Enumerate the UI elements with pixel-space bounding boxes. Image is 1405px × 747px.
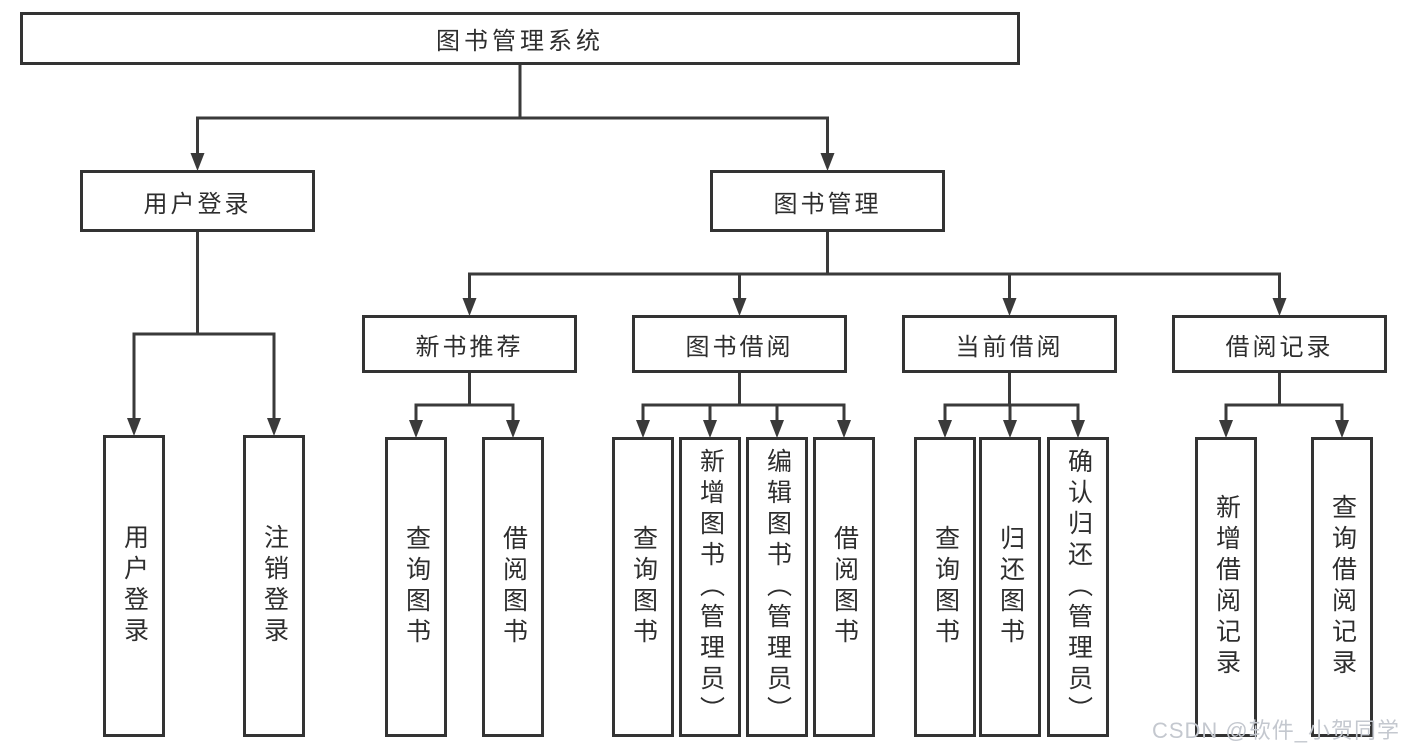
node-label: 查询图书 [402,525,431,649]
node-bb-edit: 编辑图书（管理员） [746,437,808,737]
node-cb-query: 查询图书 [914,437,976,737]
node-label: 新增借阅记录 [1212,494,1241,680]
node-login-out: 注销登录 [243,435,305,737]
node-label: 查询图书 [931,525,960,649]
node-bb-borrow: 借阅图书 [813,437,875,737]
node-label: 编辑图书（管理员） [763,447,792,727]
node-label: 图书管理系统 [436,28,604,55]
node-label: 归还图书 [996,525,1025,649]
node-label: 借阅记录 [1225,333,1334,361]
node-bb-query: 查询图书 [612,437,674,737]
node-label: 图书管理 [773,190,882,218]
node-label: 查询图书 [629,525,658,649]
node-cb-confirm: 确认归还（管理员） [1047,437,1109,737]
node-label: 用户登录 [120,524,149,648]
node-rec-query: 查询借阅记录 [1311,437,1373,737]
node-label: 新增图书（管理员） [696,447,725,727]
node-login-user: 用户登录 [103,435,165,737]
node-newbook: 新书推荐 [362,315,577,373]
node-nb-borrow: 借阅图书 [482,437,544,737]
node-label: 用户登录 [143,190,252,218]
node-label: 新书推荐 [415,333,524,361]
node-label: 确认归还（管理员） [1064,447,1093,727]
node-label: 借阅图书 [499,525,528,649]
node-login: 用户登录 [80,170,315,232]
node-bb-add: 新增图书（管理员） [679,437,741,737]
node-label: 借阅图书 [830,525,859,649]
node-rec-add: 新增借阅记录 [1195,437,1257,737]
node-mgmt: 图书管理 [710,170,945,232]
node-label: 注销登录 [260,524,289,648]
node-label: 查询借阅记录 [1328,494,1357,680]
node-label: 图书借阅 [685,333,794,361]
node-current: 当前借阅 [902,315,1117,373]
node-nb-query: 查询图书 [385,437,447,737]
node-borrow: 图书借阅 [632,315,847,373]
node-cb-return: 归还图书 [979,437,1041,737]
node-records: 借阅记录 [1172,315,1387,373]
node-label: 当前借阅 [955,333,1064,361]
node-root: 图书管理系统 [20,12,1020,65]
